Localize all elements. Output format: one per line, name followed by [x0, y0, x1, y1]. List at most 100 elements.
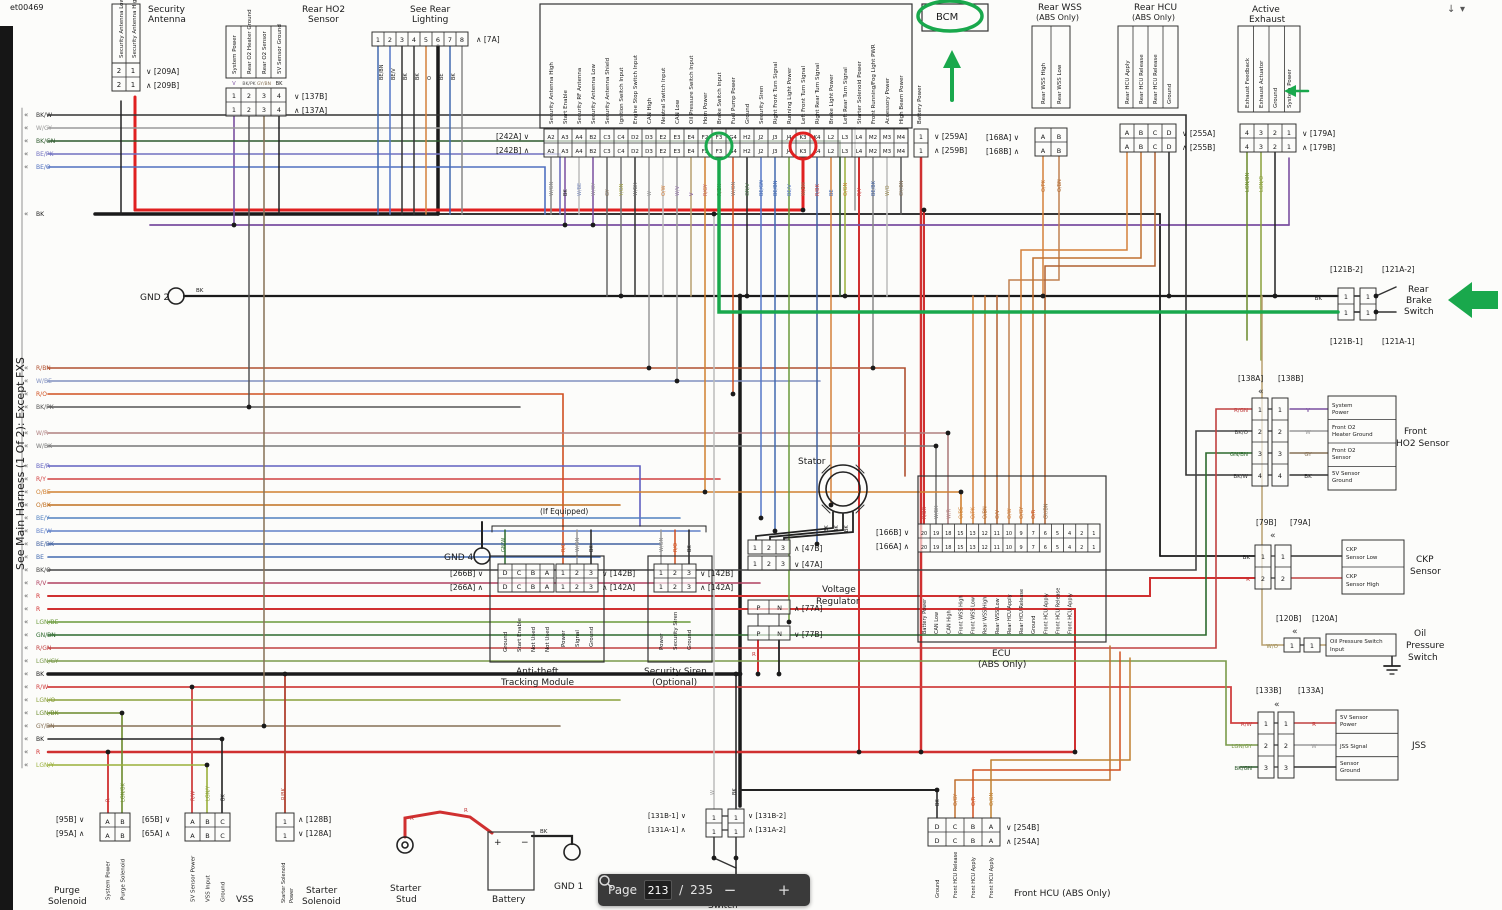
junction-dot	[246, 404, 252, 410]
wire	[1032, 151, 1142, 525]
signal-label: BE/GN	[759, 180, 765, 196]
pin-label: K3	[799, 149, 807, 155]
diagram-label: ∨ [47A]	[794, 560, 822, 569]
chevron-mark: «	[24, 163, 28, 171]
diagram-label: ∧ [142A]	[700, 583, 733, 592]
diagram-label: R/W	[1241, 722, 1253, 728]
signal-label: W/BK	[633, 182, 639, 196]
signal-label: O/GY	[1019, 506, 1025, 519]
signal-label: BK	[403, 73, 409, 80]
pin-label: A	[105, 818, 110, 826]
diagram-label: [242A] ∨	[496, 132, 529, 141]
junction-dot	[1272, 293, 1278, 299]
diagram-label: Security Siren	[644, 667, 707, 677]
pin-label: D	[502, 569, 507, 577]
junction-dot	[772, 528, 778, 534]
pin-label: P	[757, 630, 761, 638]
pin-label: 20	[921, 531, 927, 537]
diagram-label: Voltage	[822, 585, 856, 595]
signal-label: Oil Pressure Switch Input	[689, 55, 695, 124]
pin-label: 3	[1258, 450, 1262, 458]
wire	[403, 810, 494, 839]
pin-label: C	[953, 823, 958, 831]
chevron-mark: «	[24, 540, 28, 548]
pin-label: 15	[957, 531, 963, 537]
signal-label: O/W	[1007, 508, 1013, 519]
signal-label: BE/V	[787, 184, 793, 196]
signal-label: Fuel Pump Power	[731, 76, 737, 124]
wire-code-label: LGN/GY	[36, 658, 59, 665]
diagram-label: [168B] ∧	[986, 147, 1019, 156]
wire-code-label: BE/BK	[36, 541, 55, 548]
signal-label: Engine Stop Switch Input	[633, 54, 639, 124]
pin-label: L4	[856, 135, 863, 141]
pin-label: A4	[575, 135, 583, 141]
annotation-ellipse	[916, 0, 984, 33]
pin-label: 1	[1258, 406, 1262, 414]
diagram-label: [131B-1] ∨	[648, 812, 686, 820]
pin-label: 1	[1344, 293, 1348, 301]
pin-label: E3	[674, 149, 681, 155]
pin-label: 4	[412, 36, 416, 44]
wire-code-label: LGN/O	[36, 697, 56, 704]
signal-label: Rear O2 Sensor	[262, 30, 268, 74]
chevron-mark: «	[24, 403, 28, 411]
pin-label: 3	[1259, 129, 1263, 137]
diagram-label: CKP	[1416, 555, 1434, 565]
junction-dot	[958, 489, 964, 495]
chevron-mark: «	[24, 657, 28, 665]
pin-label: A	[190, 832, 195, 840]
zoom-tool-button[interactable]	[599, 875, 767, 900]
signal-label: W/GN	[731, 181, 737, 196]
junction-dot	[1040, 293, 1046, 299]
chevron-mark: «	[24, 364, 28, 372]
diagram-label: R	[1312, 722, 1316, 728]
junction-dot	[814, 541, 820, 547]
junction-dot	[562, 222, 568, 228]
junction-dot	[282, 671, 288, 677]
wire-code-label: BE/O	[36, 164, 51, 171]
wire	[990, 657, 1131, 761]
pin-label: 1	[712, 828, 716, 836]
pin-label: C	[517, 583, 522, 591]
pin-label: N	[777, 630, 782, 638]
pin-label: 3	[1278, 450, 1282, 458]
wire	[1020, 151, 1128, 525]
pin-label: A	[1041, 133, 1046, 141]
diagram-label: [133B]	[1256, 686, 1281, 695]
page-number-input[interactable]: 213	[644, 880, 673, 900]
pin-label: B	[1057, 133, 1061, 141]
signal-label: Front HCU Apply	[971, 857, 977, 898]
signal-label: Starter Solenoid	[281, 863, 287, 903]
signal-label: Rear O2 Heater Ground	[247, 9, 253, 74]
component-box	[487, 831, 535, 891]
diagram-label: BK	[1243, 555, 1251, 561]
pin-label: L3	[842, 149, 849, 155]
diagram-label: Switch	[1408, 653, 1438, 663]
signal-label: Rear HCU Apply	[1007, 594, 1013, 634]
ground-symbol	[818, 464, 868, 514]
chevron-mark: «	[24, 390, 28, 398]
pin-label: B	[120, 832, 124, 840]
signal-label: Y/GN	[619, 183, 625, 197]
diagram-label: CKP	[1346, 574, 1357, 580]
pin-label: L3	[842, 135, 849, 141]
diagram-label: [121B-1]	[1330, 337, 1363, 346]
signal-label: Rear WSS Low	[995, 598, 1001, 634]
diagram-label: Rear	[1408, 285, 1429, 295]
signal-label: Exhaust Actuator	[1259, 60, 1265, 108]
signal-label: Signal	[575, 630, 581, 647]
signal-label: R/W	[191, 791, 197, 801]
pin-label: 1	[131, 81, 135, 89]
diagram-label: [95B] ∨	[56, 815, 84, 824]
signal-label: Ground	[503, 632, 509, 652]
wire-code-label: R/W	[36, 684, 48, 691]
signal-label: Front WSS High	[958, 595, 964, 634]
zoom-in-button[interactable]: +	[777, 880, 791, 899]
junction-dot	[105, 749, 111, 755]
signal-label: Rear WSS Low	[1057, 64, 1063, 104]
diagram-label: ∧ [77A]	[794, 604, 822, 613]
zoom-out-button[interactable]: −	[723, 880, 737, 899]
junction-dot	[231, 222, 237, 228]
pin-label: 9	[1019, 531, 1022, 537]
